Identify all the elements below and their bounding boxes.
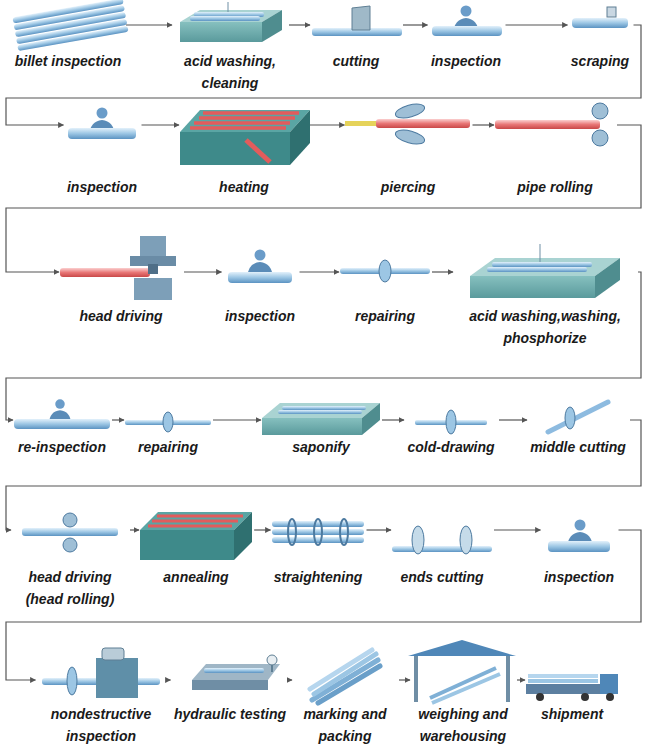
flow-arrow [6,420,641,530]
flow-arrow [112,419,124,420]
process-step: saponify [262,398,380,458]
step-label: head driving (head rolling) [14,566,126,610]
process-step: scraping [569,5,632,72]
process-step: shipment [526,638,618,725]
flow-arrow [6,25,641,125]
step-label: straightening [274,566,363,588]
step-label: re-inspection [18,436,106,458]
flow-arrow [367,529,392,530]
flow-arrow [213,419,261,420]
flow-arrow [399,679,410,680]
process-step: middle cutting [528,398,628,458]
flow-arrow [168,679,171,680]
process-step: acid washing, cleaning [173,5,287,94]
step-label: shipment [541,703,603,725]
step-label: cold-drawing [407,436,494,458]
flow-arrow [289,24,310,25]
process-step: straightening [272,505,365,588]
flow-arrow [184,271,222,272]
process-step: inspection [65,108,140,198]
flow-arrow [403,24,428,25]
process-step: inspection [223,232,298,327]
process-step: hydraulic testing [172,638,289,725]
flow-arrow [499,419,527,420]
step-label: billet inspection [15,50,122,72]
process-step: inspection [429,5,504,72]
step-label: head driving [79,305,162,327]
flow-arrow [130,529,139,530]
step-label: inspection [67,176,137,198]
flow-arrow [506,24,568,25]
step-label: pipe rolling [517,176,592,198]
step-label: piercing [381,176,435,198]
step-label: repairing [138,436,198,458]
process-step: inspection [542,505,617,588]
step-label: inspection [431,50,501,72]
flow-arrow [473,124,495,125]
process-step: re-inspection [14,398,110,458]
process-step: acid washing,washing, phosphorize [454,232,636,349]
step-label: repairing [355,305,415,327]
process-step: head driving [60,232,182,327]
step-label: nondestructive inspection [39,703,164,747]
flow-arrow [126,24,172,25]
flow-arrow [142,124,180,125]
process-step: head driving (head rolling) [12,505,128,610]
step-label: inspection [544,566,614,588]
flow-arrow [291,679,293,680]
step-label: middle cutting [530,436,626,458]
step-label: hydraulic testing [174,703,286,725]
step-label: scraping [571,50,629,72]
flow-arrow [494,529,541,530]
process-step: repairing [125,398,211,458]
step-label: inspection [225,305,295,327]
process-step: ends cutting [392,505,492,588]
process-step: billet inspection [12,5,124,72]
step-label: marking and packing [295,703,395,747]
flow-arrow [310,124,345,125]
flow-arrow [432,271,453,272]
process-step: pipe rolling [495,108,615,198]
step-label: acid washing,washing, phosphorize [456,305,634,349]
flow-arrow [517,679,525,680]
process-step: marking and packing [293,638,397,747]
process-step: cold-drawing [405,398,497,458]
process-step: piercing [346,108,471,198]
flow-arrow [6,272,641,420]
process-step: nondestructive inspection [37,638,166,747]
step-label: cutting [333,50,380,72]
process-step: heating [180,108,308,198]
step-label: ends cutting [400,566,483,588]
flow-arrow [382,419,404,420]
process-step: annealing [140,505,252,588]
flow-arrow [300,271,340,272]
process-step: repairing [340,232,430,327]
step-label: weighing and warehousing [413,703,513,747]
step-label: heating [219,176,269,198]
flow-arrow [6,125,641,272]
step-label: annealing [163,566,228,588]
process-step: weighing and warehousing [411,638,515,747]
flow-arrow [254,529,271,530]
step-label: acid washing, cleaning [175,50,285,94]
process-step: cutting [311,5,401,72]
flow-arrow [6,530,641,680]
step-label: saponify [292,436,350,458]
